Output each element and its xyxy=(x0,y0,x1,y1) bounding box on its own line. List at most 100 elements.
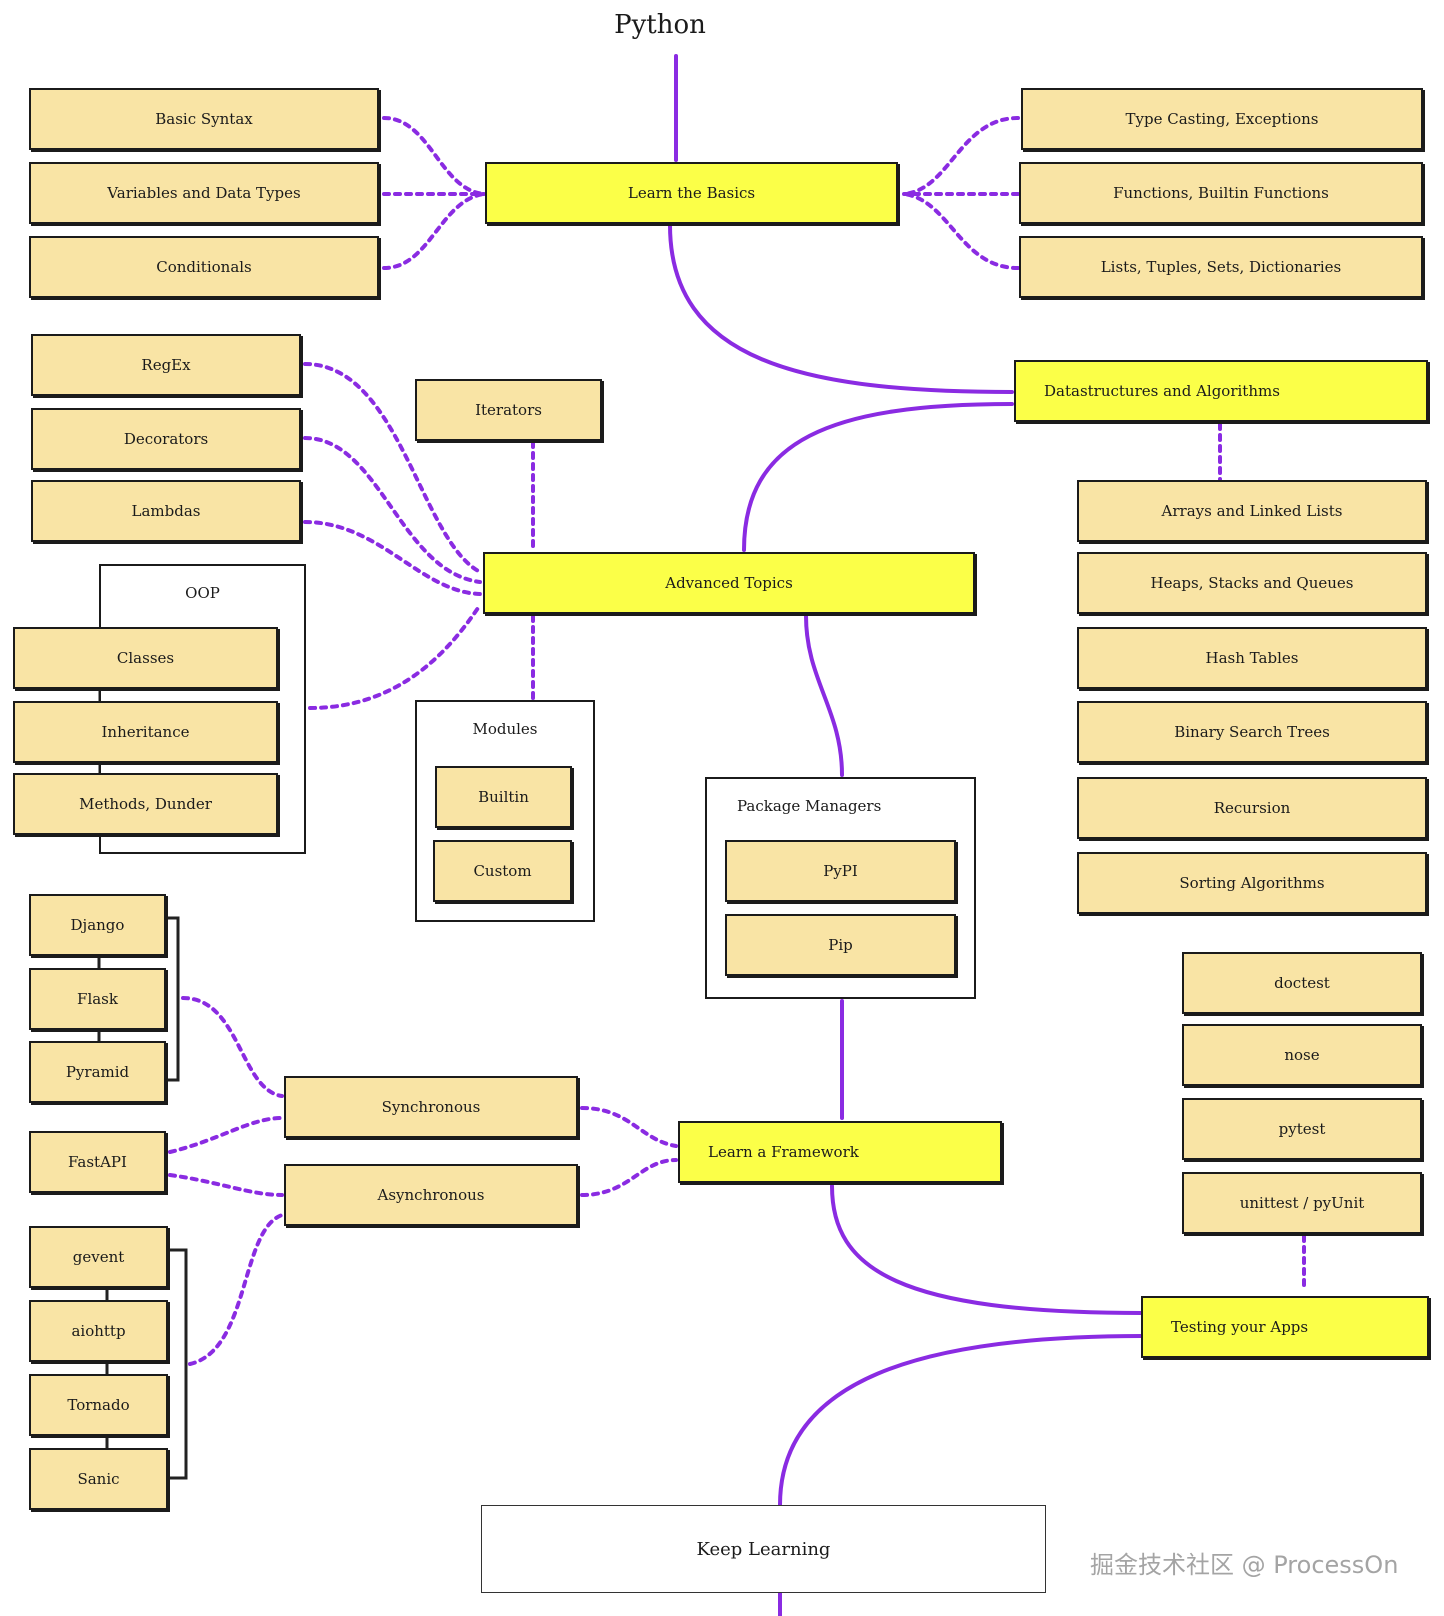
aiohttp-node[interactable]: aiohttp xyxy=(29,1300,168,1362)
lists-tuples-node[interactable]: Lists, Tuples, Sets, Dictionaries xyxy=(1019,236,1423,298)
pytest-label: pytest xyxy=(1278,1120,1326,1138)
functions-label: Functions, Builtin Functions xyxy=(1113,184,1329,202)
pytest-node[interactable]: pytest xyxy=(1182,1098,1422,1160)
tornado-label: Tornado xyxy=(67,1396,130,1414)
classes-node[interactable]: Classes xyxy=(13,627,278,689)
sanic-node[interactable]: Sanic xyxy=(29,1448,168,1510)
methods-dunder-label: Methods, Dunder xyxy=(79,795,212,813)
decorators-node[interactable]: Decorators xyxy=(31,408,301,470)
sorting-label: Sorting Algorithms xyxy=(1179,874,1325,892)
main-path-basics-dsa xyxy=(668,223,1014,394)
sanic-label: Sanic xyxy=(77,1470,120,1488)
tornado-node[interactable]: Tornado xyxy=(29,1374,168,1436)
arrays-label: Arrays and Linked Lists xyxy=(1161,502,1343,520)
advanced-topics-node[interactable]: Advanced Topics xyxy=(483,552,975,614)
pypi-label: PyPI xyxy=(823,862,858,880)
type-casting-node[interactable]: Type Casting, Exceptions xyxy=(1021,88,1423,150)
heaps-node[interactable]: Heaps, Stacks and Queues xyxy=(1077,552,1427,614)
django-node[interactable]: Django xyxy=(29,894,166,956)
aiohttp-label: aiohttp xyxy=(71,1322,126,1340)
arrays-node[interactable]: Arrays and Linked Lists xyxy=(1077,480,1427,542)
page-title: Python xyxy=(614,10,706,40)
functions-node[interactable]: Functions, Builtin Functions xyxy=(1019,162,1423,224)
synchronous-label: Synchronous xyxy=(381,1098,481,1116)
type-casting-label: Type Casting, Exceptions xyxy=(1125,110,1319,128)
testing-label: Testing your Apps xyxy=(1171,1318,1309,1336)
synchronous-node[interactable]: Synchronous xyxy=(284,1076,578,1138)
fastapi-node[interactable]: FastAPI xyxy=(29,1131,166,1193)
variables-node[interactable]: Variables and Data Types xyxy=(29,162,379,224)
dots-type-casting xyxy=(902,116,1020,196)
pypi-node[interactable]: PyPI xyxy=(725,840,956,902)
doctest-label: doctest xyxy=(1274,974,1330,992)
learn-basics-label: Learn the Basics xyxy=(627,184,756,202)
bst-label: Binary Search Trees xyxy=(1174,723,1330,741)
main-path-testing-keep xyxy=(778,1334,1144,1507)
pip-node[interactable]: Pip xyxy=(725,914,956,976)
basic-syntax-label: Basic Syntax xyxy=(155,110,253,128)
builtin-node[interactable]: Builtin xyxy=(435,766,572,828)
custom-node[interactable]: Custom xyxy=(433,840,572,902)
pyramid-label: Pyramid xyxy=(65,1063,130,1081)
bracket-async-frameworks xyxy=(168,1248,188,1480)
gevent-node[interactable]: gevent xyxy=(29,1226,168,1288)
dots-regex xyxy=(303,362,482,574)
lambdas-label: Lambdas xyxy=(131,502,201,520)
sorting-node[interactable]: Sorting Algorithms xyxy=(1077,852,1427,914)
watermark: 掘金技术社区 @ ProcessOn xyxy=(1090,1551,1399,1579)
pip-label: Pip xyxy=(828,936,853,954)
dots-fastapi-sync xyxy=(168,1116,284,1154)
learn-framework-label: Learn a Framework xyxy=(708,1143,859,1161)
regex-label: RegEx xyxy=(141,356,191,374)
custom-label: Custom xyxy=(473,862,532,880)
builtin-label: Builtin xyxy=(478,788,529,806)
keep-learning-node[interactable]: Keep Learning xyxy=(481,1505,1046,1593)
bst-node[interactable]: Binary Search Trees xyxy=(1077,701,1427,763)
recursion-label: Recursion xyxy=(1213,799,1291,817)
main-path-dsa-advanced xyxy=(742,402,1014,552)
doctest-node[interactable]: doctest xyxy=(1182,952,1422,1014)
asynchronous-node[interactable]: Asynchronous xyxy=(284,1164,578,1226)
methods-dunder-node[interactable]: Methods, Dunder xyxy=(13,773,278,835)
conditionals-label: Conditionals xyxy=(156,258,252,276)
testing-node[interactable]: Testing your Apps xyxy=(1141,1296,1429,1358)
flask-label: Flask xyxy=(77,990,118,1008)
modules-group-label: Modules xyxy=(472,720,538,738)
inheritance-node[interactable]: Inheritance xyxy=(13,701,278,763)
learn-basics-node[interactable]: Learn the Basics xyxy=(485,162,898,224)
regex-node[interactable]: RegEx xyxy=(31,334,301,396)
recursion-node[interactable]: Recursion xyxy=(1077,777,1427,839)
iterators-label: Iterators xyxy=(475,401,542,419)
django-label: Django xyxy=(70,916,125,934)
classes-label: Classes xyxy=(116,649,175,667)
dsa-node[interactable]: Datastructures and Algorithms xyxy=(1014,360,1428,422)
pyramid-node[interactable]: Pyramid xyxy=(29,1041,166,1103)
unittest-node[interactable]: unittest / pyUnit xyxy=(1182,1172,1422,1234)
iterators-node[interactable]: Iterators xyxy=(415,379,602,441)
asynchronous-label: Asynchronous xyxy=(377,1186,485,1204)
gevent-label: gevent xyxy=(72,1248,125,1266)
flask-node[interactable]: Flask xyxy=(29,968,166,1030)
dots-flask-sync xyxy=(181,996,284,1098)
lambdas-node[interactable]: Lambdas xyxy=(31,480,301,542)
dots-lists xyxy=(902,192,1020,270)
dots-sync-framework xyxy=(580,1106,678,1148)
conditionals-node[interactable]: Conditionals xyxy=(29,236,379,298)
dots-lambdas xyxy=(303,520,482,596)
learn-framework-node[interactable]: Learn a Framework xyxy=(678,1121,1002,1183)
dots-async-framework xyxy=(580,1158,678,1197)
main-path-framework-testing xyxy=(830,1184,1144,1315)
lists-tuples-label: Lists, Tuples, Sets, Dictionaries xyxy=(1100,258,1342,276)
advanced-topics-label: Advanced Topics xyxy=(665,574,793,592)
unittest-label: unittest / pyUnit xyxy=(1239,1194,1365,1212)
basic-syntax-node[interactable]: Basic Syntax xyxy=(29,88,379,150)
heaps-label: Heaps, Stacks and Queues xyxy=(1150,574,1354,592)
oop-group-label: OOP xyxy=(185,584,220,602)
dots-async-group xyxy=(188,1213,284,1366)
hash-tables-node[interactable]: Hash Tables xyxy=(1077,627,1427,689)
dots-oop xyxy=(308,603,482,710)
inheritance-label: Inheritance xyxy=(101,723,190,741)
nose-node[interactable]: nose xyxy=(1182,1024,1422,1086)
